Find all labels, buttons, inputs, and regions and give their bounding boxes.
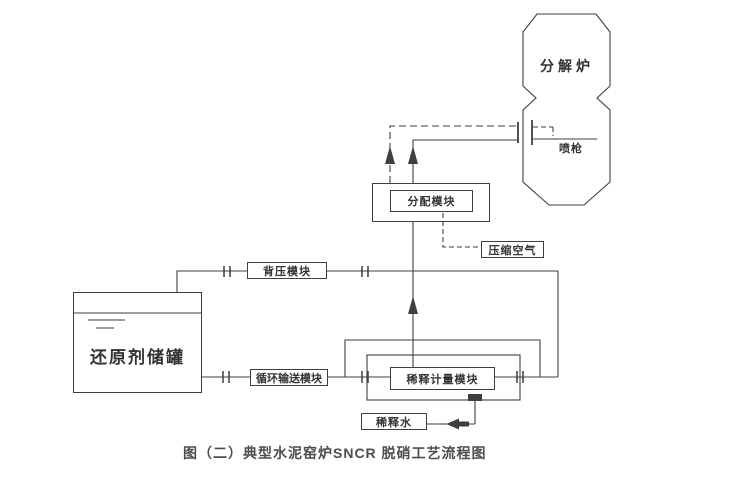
pipe-joint-icons xyxy=(222,266,524,383)
back-pressure-module-box: 背压模块 xyxy=(247,262,327,279)
metering-module-box: 稀释计量模块 xyxy=(390,367,495,390)
reductant-tank xyxy=(73,292,202,393)
figure-caption: 图（二）典型水泥窑炉SNCR 脱硝工艺流程图 xyxy=(183,445,487,461)
bypass-loop xyxy=(344,339,541,377)
flow-arrow-up-icon xyxy=(408,296,418,314)
distribution-module-box: 分配模块 xyxy=(390,190,473,212)
compressed-air-box: 压缩空气 xyxy=(481,241,544,258)
circulation-module-box: 循环输送模块 xyxy=(250,369,328,386)
furnace-outline xyxy=(522,13,611,206)
compressed-air-branch xyxy=(442,213,480,248)
metering-enclosure-box xyxy=(366,354,521,401)
valve-icon xyxy=(468,394,482,401)
flow-arrow-up-icon xyxy=(408,146,418,164)
reductant-tank-label: 还原剂储罐 xyxy=(90,347,185,367)
furnace-label: 分解炉 xyxy=(540,58,594,74)
dilution-water-line xyxy=(427,401,476,425)
dilution-water-box: 稀释水 xyxy=(361,413,427,430)
distribution-module-outer-box xyxy=(372,183,490,222)
flow-arrow-up-icon xyxy=(385,146,395,164)
lance-flange-icon xyxy=(517,120,533,145)
air-riser-dashed xyxy=(389,125,517,183)
lance-air-line xyxy=(533,126,554,136)
reagent-riser xyxy=(412,139,517,183)
lance-label: 喷枪 xyxy=(559,142,583,155)
liquid-level-icon xyxy=(88,319,125,329)
dilution-water-arrow-icon xyxy=(446,418,469,430)
